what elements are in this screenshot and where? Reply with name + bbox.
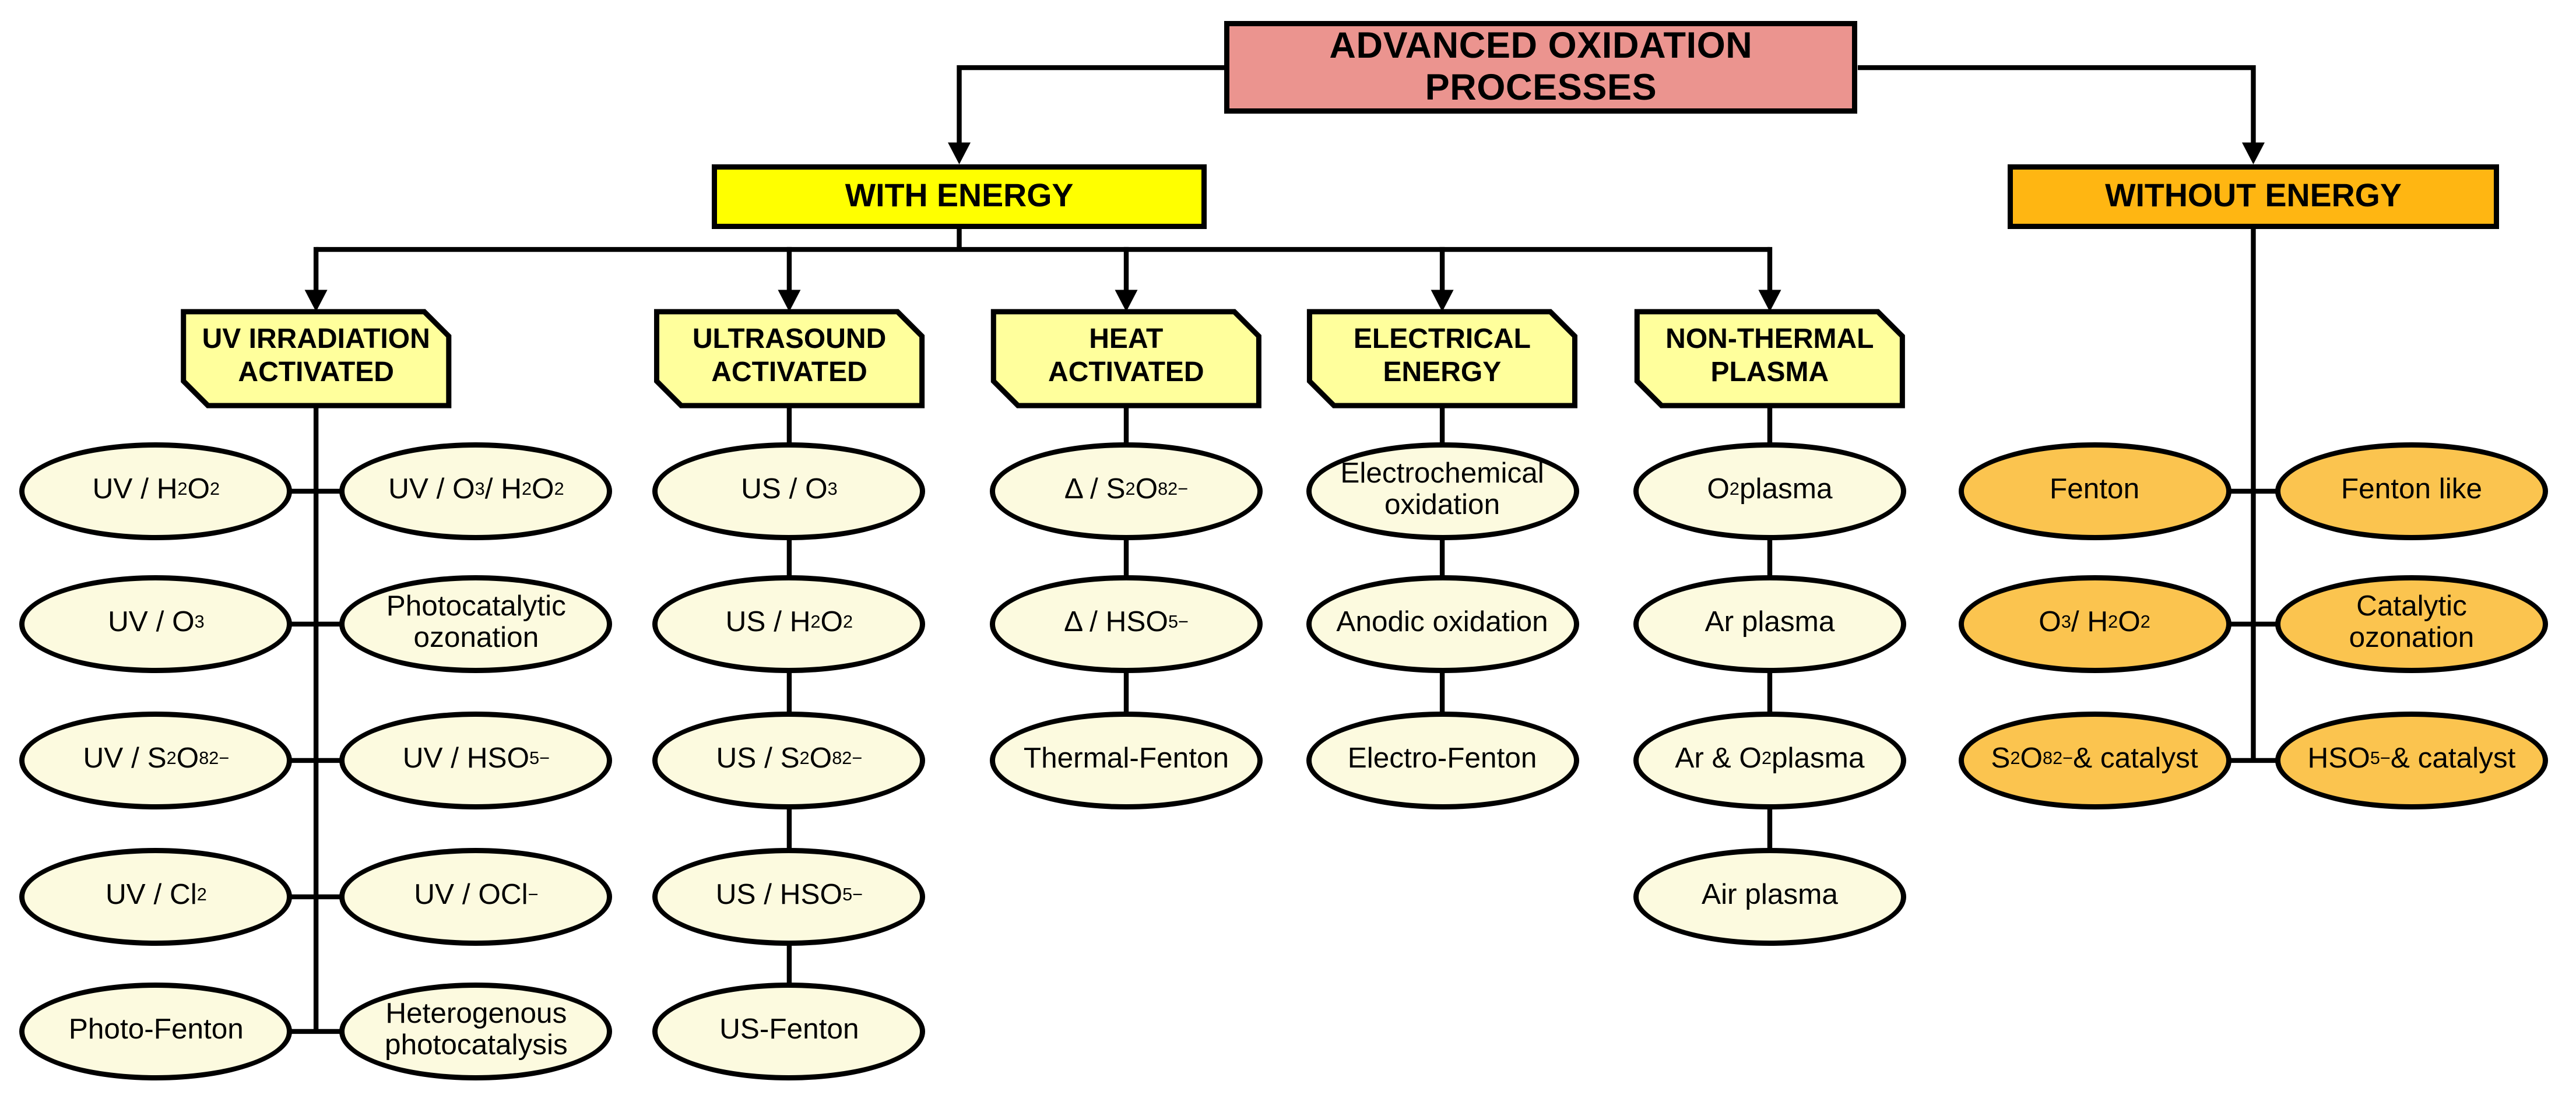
category-shapes [181, 309, 1905, 409]
arrowhead-ultrasound [778, 290, 801, 312]
connector-title-to-without-energy [1857, 65, 2256, 143]
process-electrochemical-oxidation: Electrochemical oxidation [1306, 442, 1579, 540]
process-uv-ocl: UV / OCl− [339, 848, 613, 946]
with-energy-label: WITH ENERGY [845, 177, 1074, 214]
without-energy-label: WITHOUT ENERGY [2105, 177, 2402, 214]
category-header-uv: UV IRRADIATION ACTIVATED [202, 325, 430, 389]
arrowheads [304, 142, 2265, 312]
category-header-plasma: NON-THERMAL PLASMA [1665, 325, 1874, 389]
category-header-electrical: ELECTRICAL ENERGY [1353, 325, 1531, 389]
arrowhead-uv [304, 290, 328, 312]
arrowhead-electrical [1431, 290, 1454, 312]
title-label: ADVANCED OXIDATION PROCESSES [1329, 25, 1753, 108]
process-us-fenton: US-Fenton [652, 983, 926, 1080]
process-photocatalytic-ozonation: Photocatalytic ozonation [339, 575, 613, 673]
process-fenton: Fenton [1958, 442, 2231, 540]
category-shape-electrical [1306, 309, 1577, 409]
process-thermal-fenton: Thermal-Fenton [990, 712, 1263, 809]
root-node-title: ADVANCED OXIDATION PROCESSES [1224, 21, 1858, 114]
branch-without-energy: WITHOUT ENERGY [2008, 164, 2499, 229]
process-electro-fenton: Electro-Fenton [1306, 712, 1579, 809]
arrowhead-without-energy [2241, 142, 2265, 164]
process-heterogenous-photocatalysis: Heterogenous photocatalysis [339, 983, 613, 1080]
category-header-ultrasound: ULTRASOUND ACTIVATED [692, 325, 887, 389]
process-fenton-like: Fenton like [2275, 442, 2548, 540]
category-shape-uv [181, 309, 452, 409]
process-ar-plasma: Ar plasma [1633, 575, 1906, 673]
category-shape-heat [990, 309, 1261, 409]
arrowhead-plasma [1758, 290, 1781, 312]
category-shape-ultrasound [654, 309, 925, 409]
branch-with-energy: WITH ENERGY [711, 164, 1208, 229]
category-shape-plasma [1634, 309, 1905, 409]
connector-title-to-with-energy [957, 65, 1225, 143]
category-header-heat: HEAT ACTIVATED [1048, 325, 1204, 389]
process-air-plasma: Air plasma [1633, 848, 1906, 946]
process-anodic-oxidation: Anodic oxidation [1306, 575, 1579, 673]
arrowhead-heat [1115, 290, 1138, 312]
process-catalytic-ozonation: Catalytic ozonation [2275, 575, 2548, 673]
process-photo-fenton: Photo-Fenton [19, 983, 293, 1080]
arrowhead-with-energy [948, 142, 971, 164]
